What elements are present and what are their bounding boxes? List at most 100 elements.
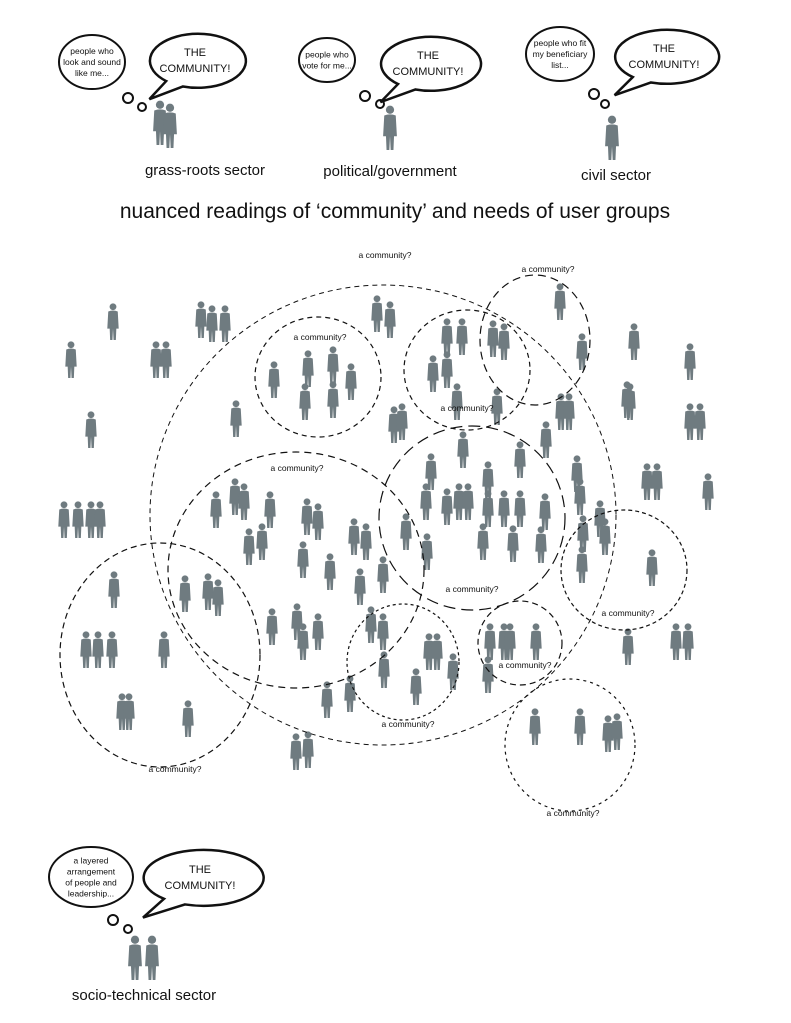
speech-text: COMMUNITY! <box>160 63 231 75</box>
community-labels: a community? a community? a community? a co… <box>149 250 655 818</box>
person-figure <box>477 523 489 560</box>
thought-text: people who fit <box>534 38 587 48</box>
person-figure <box>312 503 324 540</box>
person-figure <box>72 501 84 538</box>
community-boundary <box>149 284 617 746</box>
community-question-label: a community? <box>499 660 552 670</box>
person-figure <box>107 303 119 340</box>
person-figure <box>297 623 309 660</box>
person-figure <box>540 421 552 458</box>
person-figure <box>160 341 172 378</box>
speech-bubble <box>148 32 248 101</box>
diagram-title: nuanced readings of ‘community’ and need… <box>120 200 670 223</box>
person-figure <box>684 343 696 380</box>
speech-text: THE <box>653 43 675 55</box>
thought-bubble <box>298 37 356 83</box>
person-figure <box>163 103 177 148</box>
person-figure <box>210 491 222 528</box>
person-figure <box>574 708 586 745</box>
person-figure <box>576 546 588 583</box>
person-figure <box>302 731 314 768</box>
thought-text: look and sound <box>63 57 121 67</box>
person-figure <box>266 608 278 645</box>
person-figure <box>312 613 324 650</box>
community-question-label: a community? <box>446 584 499 594</box>
speech-bubble <box>613 28 721 97</box>
person-figure <box>153 100 167 145</box>
community-boundary <box>560 509 688 631</box>
speech-text: THE <box>184 47 206 59</box>
person-figure <box>423 633 435 670</box>
person-figure <box>646 549 658 586</box>
person-figure <box>427 355 439 392</box>
person-figure <box>123 693 135 730</box>
person-figure <box>539 493 551 530</box>
person-figure <box>264 491 276 528</box>
person-figure <box>268 361 280 398</box>
speech-bubble <box>142 848 265 919</box>
thought-bubble <box>48 846 134 908</box>
person-figure <box>484 623 496 660</box>
sector-label: political/government <box>323 163 457 180</box>
person-figure <box>128 935 142 980</box>
person-figure <box>554 283 566 320</box>
person-figure <box>441 351 453 388</box>
thought-text: a layered <box>74 856 109 866</box>
person-figure <box>576 333 588 370</box>
thought-text: people who <box>305 50 349 60</box>
person-figure <box>396 403 408 440</box>
person-figure <box>482 656 494 693</box>
community-boundary <box>167 451 425 689</box>
thought-dot <box>122 92 134 104</box>
person-figure <box>498 323 510 360</box>
thought-dot <box>137 102 147 112</box>
person-figure <box>377 556 389 593</box>
person-figure <box>563 393 575 430</box>
person-figure <box>377 613 389 650</box>
person-figure <box>108 571 120 608</box>
person-figure <box>256 523 268 560</box>
community-question-label: a community? <box>271 463 324 473</box>
person-figure <box>348 518 360 555</box>
person-figure <box>651 463 663 500</box>
community-boundary <box>477 600 563 686</box>
person-figure <box>195 301 207 338</box>
person-figure <box>602 715 614 752</box>
person-figure <box>80 631 92 668</box>
person-figure <box>441 318 453 355</box>
person-figure <box>431 633 443 670</box>
person-figure <box>106 631 118 668</box>
person-figure <box>514 490 526 527</box>
person-figure <box>324 553 336 590</box>
person-figure <box>622 628 634 665</box>
person-figure <box>535 526 547 563</box>
community-boundary <box>403 309 531 431</box>
person-figure <box>327 346 339 383</box>
speech-text: COMMUNITY! <box>165 880 236 892</box>
thought-bubble <box>525 26 595 82</box>
thought-text: my beneficiary <box>533 49 589 59</box>
person-figure <box>421 533 433 570</box>
person-figure <box>345 363 357 400</box>
person-figure <box>410 668 422 705</box>
person-figure <box>420 483 432 520</box>
person-figure <box>229 478 241 515</box>
person-figure <box>94 501 106 538</box>
community-boundary <box>479 274 591 406</box>
speech-text: COMMUNITY! <box>393 66 464 78</box>
person-figure <box>301 498 313 535</box>
person-figure <box>599 518 611 555</box>
person-figure <box>621 381 633 418</box>
person-figure <box>92 631 104 668</box>
community-boundary <box>254 316 382 438</box>
community-question-label: a community? <box>359 250 412 260</box>
speech-text: THE <box>189 864 211 876</box>
person-figure <box>451 383 463 420</box>
person-figure <box>682 623 694 660</box>
person-figure <box>611 713 623 750</box>
person-figure <box>684 403 696 440</box>
person-figure <box>150 341 162 378</box>
